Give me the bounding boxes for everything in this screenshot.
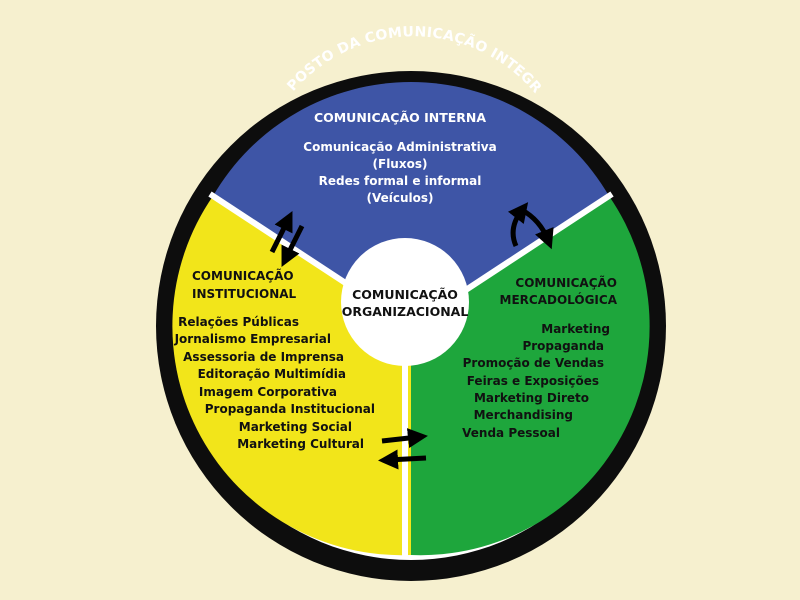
institucional-item: Propaganda Institucional	[205, 402, 375, 416]
interna-title: COMUNICAÇÃO INTERNA	[314, 110, 486, 125]
center-line: ORGANIZACIONAL	[342, 304, 469, 319]
institucional-item: Imagem Corporativa	[199, 385, 337, 399]
sector-interna	[213, 82, 609, 326]
interna-item: (Veículos)	[366, 191, 433, 205]
mercadologica-item: Marketing Direto	[474, 391, 589, 405]
mercadologica-item: Venda Pessoal	[462, 426, 560, 440]
interna-item: (Fluxos)	[373, 157, 428, 171]
mercadologica-item: Promoção de Vendas	[463, 356, 604, 370]
institucional-item: Relações Públicas	[178, 315, 299, 329]
sector-institucional-text: COMUNICAÇÃO INSTITUCIONAL Relações Públi…	[174, 268, 375, 451]
center-circle	[341, 238, 469, 366]
bidirectional-arrows-icon	[269, 211, 305, 267]
mercadologica-item: Merchandising	[474, 408, 573, 422]
institucional-item: Editoração Multimídia	[198, 367, 346, 381]
institucional-item: Marketing Social	[239, 420, 352, 434]
mercadologica-item: Feiras e Exposições	[467, 374, 599, 388]
center-line: COMUNICAÇÃO	[352, 287, 458, 302]
institucional-item: Marketing Cultural	[237, 437, 364, 451]
mercadologica-title-line: MERCADOLÓGICA	[500, 292, 618, 307]
institucional-item: Jornalismo Empresarial	[174, 332, 331, 346]
mercadologica-item: Marketing	[541, 322, 610, 336]
interna-item: Redes formal e informal	[319, 174, 482, 188]
bidirectional-arrows-icon	[378, 428, 428, 470]
mercadologica-title-line: COMUNICAÇÃO	[515, 275, 617, 290]
sector-interna-text: COMUNICAÇÃO INTERNA Comunicação Administ…	[303, 110, 496, 205]
institucional-title-line: INSTITUCIONAL	[192, 287, 297, 301]
mercadologica-item: Propaganda	[522, 339, 604, 353]
sector-mercadologica	[411, 196, 650, 556]
bidirectional-arrows-icon	[507, 202, 554, 250]
institucional-item: Assessoria de Imprensa	[183, 350, 344, 364]
center-text: COMUNICAÇÃO ORGANIZACIONAL	[342, 287, 469, 319]
sector-institucional	[172, 196, 411, 556]
institucional-title-line: COMUNICAÇÃO	[192, 268, 294, 283]
interna-item: Comunicação Administrativa	[303, 140, 496, 154]
sector-mercadologica-text: COMUNICAÇÃO MERCADOLÓGICA Marketing Prop…	[462, 275, 618, 440]
